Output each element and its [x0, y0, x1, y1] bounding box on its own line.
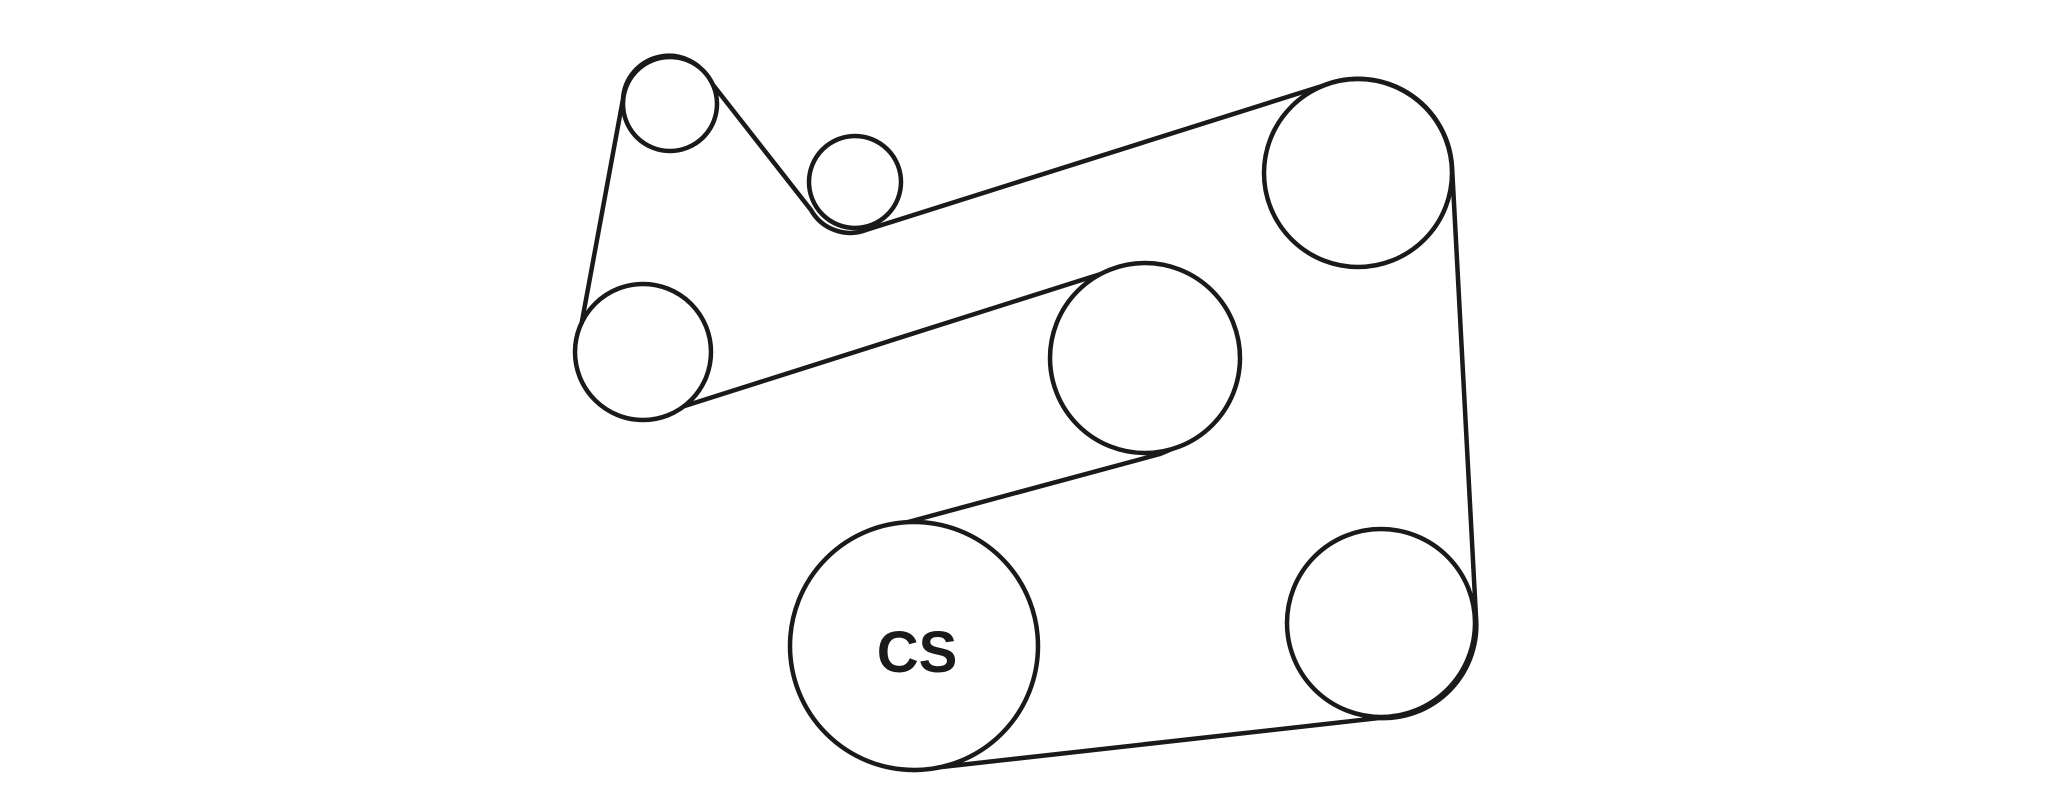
crankshaft-pulley	[787, 519, 1041, 773]
pulley-bottom-right	[1284, 526, 1478, 720]
crankshaft-label: CS	[877, 620, 958, 685]
idler-top-small-pulley	[806, 133, 904, 231]
idler-top-left-pulley	[620, 54, 720, 154]
idler-left-pulley	[572, 281, 714, 423]
pulley-middle	[1047, 260, 1243, 456]
pulley-top-right	[1261, 76, 1455, 270]
